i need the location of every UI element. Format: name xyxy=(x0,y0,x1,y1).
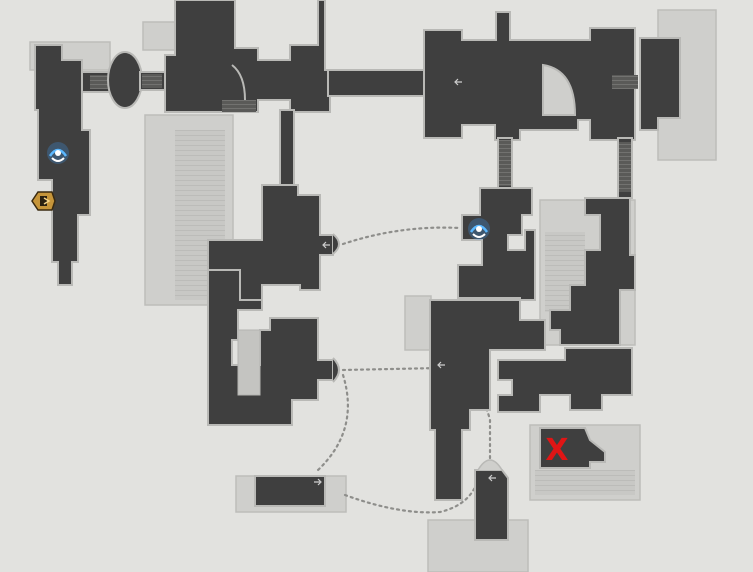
path-southwest-to-south xyxy=(343,478,480,514)
room-west-rotunda xyxy=(107,51,143,109)
arch-northwest xyxy=(231,64,246,101)
area-southeast-stairs xyxy=(535,470,635,495)
door-west-upper xyxy=(332,233,340,255)
stairs-rotunda xyxy=(142,74,162,88)
chapel-dome xyxy=(477,459,503,471)
room-west-lower xyxy=(207,269,334,426)
room-north-cathedral xyxy=(423,11,636,141)
stairs-east-shaft xyxy=(619,142,631,192)
exit-door-icon[interactable] xyxy=(31,191,56,211)
room-target xyxy=(539,427,606,469)
room-west-inner-light xyxy=(237,329,261,396)
apse-north xyxy=(542,63,577,116)
room-east-complex xyxy=(549,197,636,346)
room-center-main xyxy=(429,299,546,501)
path-west-to-center xyxy=(341,226,462,246)
room-center-upper xyxy=(457,187,536,301)
room-east-wing xyxy=(639,37,681,131)
stairs-west-tower xyxy=(90,75,108,89)
room-southwest xyxy=(254,475,326,507)
area-mid-light xyxy=(404,295,432,351)
stairs-north-east xyxy=(612,75,638,89)
teleport-anchor-icon[interactable] xyxy=(47,142,69,164)
shaft-west xyxy=(279,109,295,191)
arrow-southwest xyxy=(314,478,322,486)
room-southeast-hall xyxy=(497,347,633,413)
path-lower-to-southwest xyxy=(316,373,349,472)
arrow-west-upper xyxy=(322,241,330,249)
target-x-icon[interactable]: X xyxy=(545,433,568,468)
arrow-north-cathedral xyxy=(454,78,462,86)
direction-arrows xyxy=(314,78,496,486)
stairs-northwest-hall xyxy=(222,100,256,112)
room-northwest-hall xyxy=(164,0,331,113)
teleport-anchor-icon[interactable] xyxy=(468,218,490,240)
arrow-south-chapel xyxy=(488,474,496,482)
room-west-tower xyxy=(34,44,91,286)
arrow-center xyxy=(437,361,445,369)
path-lower-west-to-center xyxy=(341,366,442,372)
explored-rooms xyxy=(34,0,681,541)
door-west-lower xyxy=(332,357,340,383)
corridor-north-main xyxy=(327,69,425,97)
stairs-center-shaft xyxy=(499,140,511,186)
